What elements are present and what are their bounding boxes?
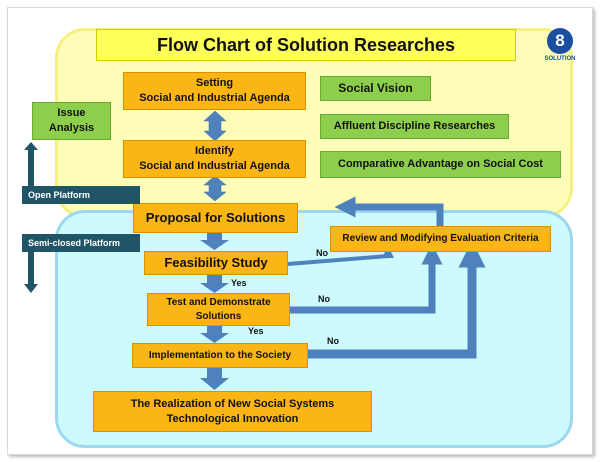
step-setting: Setting Social and Industrial Agenda [123, 72, 306, 110]
open-platform-label: Open Platform [22, 186, 140, 204]
arrow-implementation-to-review [308, 240, 486, 359]
edge-label-no-implementation: No [327, 336, 339, 346]
affluent-research-box: Affluent Discipline Researches [320, 114, 509, 139]
arrow-review-to-proposal [334, 196, 444, 226]
arrow-feasibility-test [200, 275, 229, 293]
edge-label-yes-test: Yes [248, 326, 264, 336]
step-test-line2: Solutions [195, 310, 242, 322]
arrow-test-to-review [290, 243, 443, 314]
arrow-test-implementation [200, 326, 229, 343]
step-review: Review and Modifying Evaluation Criteria [330, 226, 551, 252]
arrow-implementation-realization [200, 368, 229, 390]
step-feasibility: Feasibility Study [144, 251, 288, 275]
diagram-title: Flow Chart of Solution Researches [96, 29, 516, 61]
step-realization: The Realization of New Social Systems Te… [93, 391, 372, 432]
issue-analysis-line2: Analysis [48, 122, 95, 134]
step-identify: Identify Social and Industrial Agenda [123, 140, 306, 178]
step-identify-line2: Social and Industrial Agenda [139, 160, 290, 172]
edge-label-no-feasibility: No [316, 248, 328, 258]
step-test-line1: Test and Demonstrate [166, 297, 271, 308]
double-arrow-identify-proposal [203, 175, 227, 202]
logo-text: SOLUTION [544, 56, 576, 62]
edge-label-no-test: No [318, 294, 330, 304]
step-setting-line1: Setting [195, 77, 234, 90]
step-setting-line2: Social and Industrial Agenda [139, 92, 290, 104]
step-realization-line2: Technological Innovation [166, 412, 299, 425]
social-vision-box: Social Vision [320, 76, 431, 101]
issue-analysis-box: Issue Analysis [32, 102, 111, 140]
logo-icon: 8 [547, 28, 573, 54]
arrow-feasibility-to-review [287, 246, 394, 266]
arrow-proposal-feasibility [200, 233, 229, 250]
step-realization-line1: The Realization of New Social Systems [130, 397, 335, 410]
step-test: Test and Demonstrate Solutions [147, 293, 290, 326]
arrow-semi-platform-down [24, 252, 38, 293]
issue-analysis-line1: Issue [57, 107, 86, 120]
step-identify-line1: Identify [194, 145, 235, 158]
solution-logo: 8 SOLUTION [542, 28, 578, 62]
edge-label-yes-feasibility: Yes [231, 278, 247, 288]
semi-closed-platform-label: Semi-closed Platform [22, 234, 140, 252]
step-proposal: Proposal for Solutions [133, 203, 298, 233]
arrow-open-platform-up [24, 142, 38, 186]
comparative-advantage-box: Comparative Advantage on Social Cost [320, 151, 561, 178]
step-implementation: Implementation to the Society [132, 343, 308, 368]
double-arrow-setting-identify [203, 110, 227, 142]
